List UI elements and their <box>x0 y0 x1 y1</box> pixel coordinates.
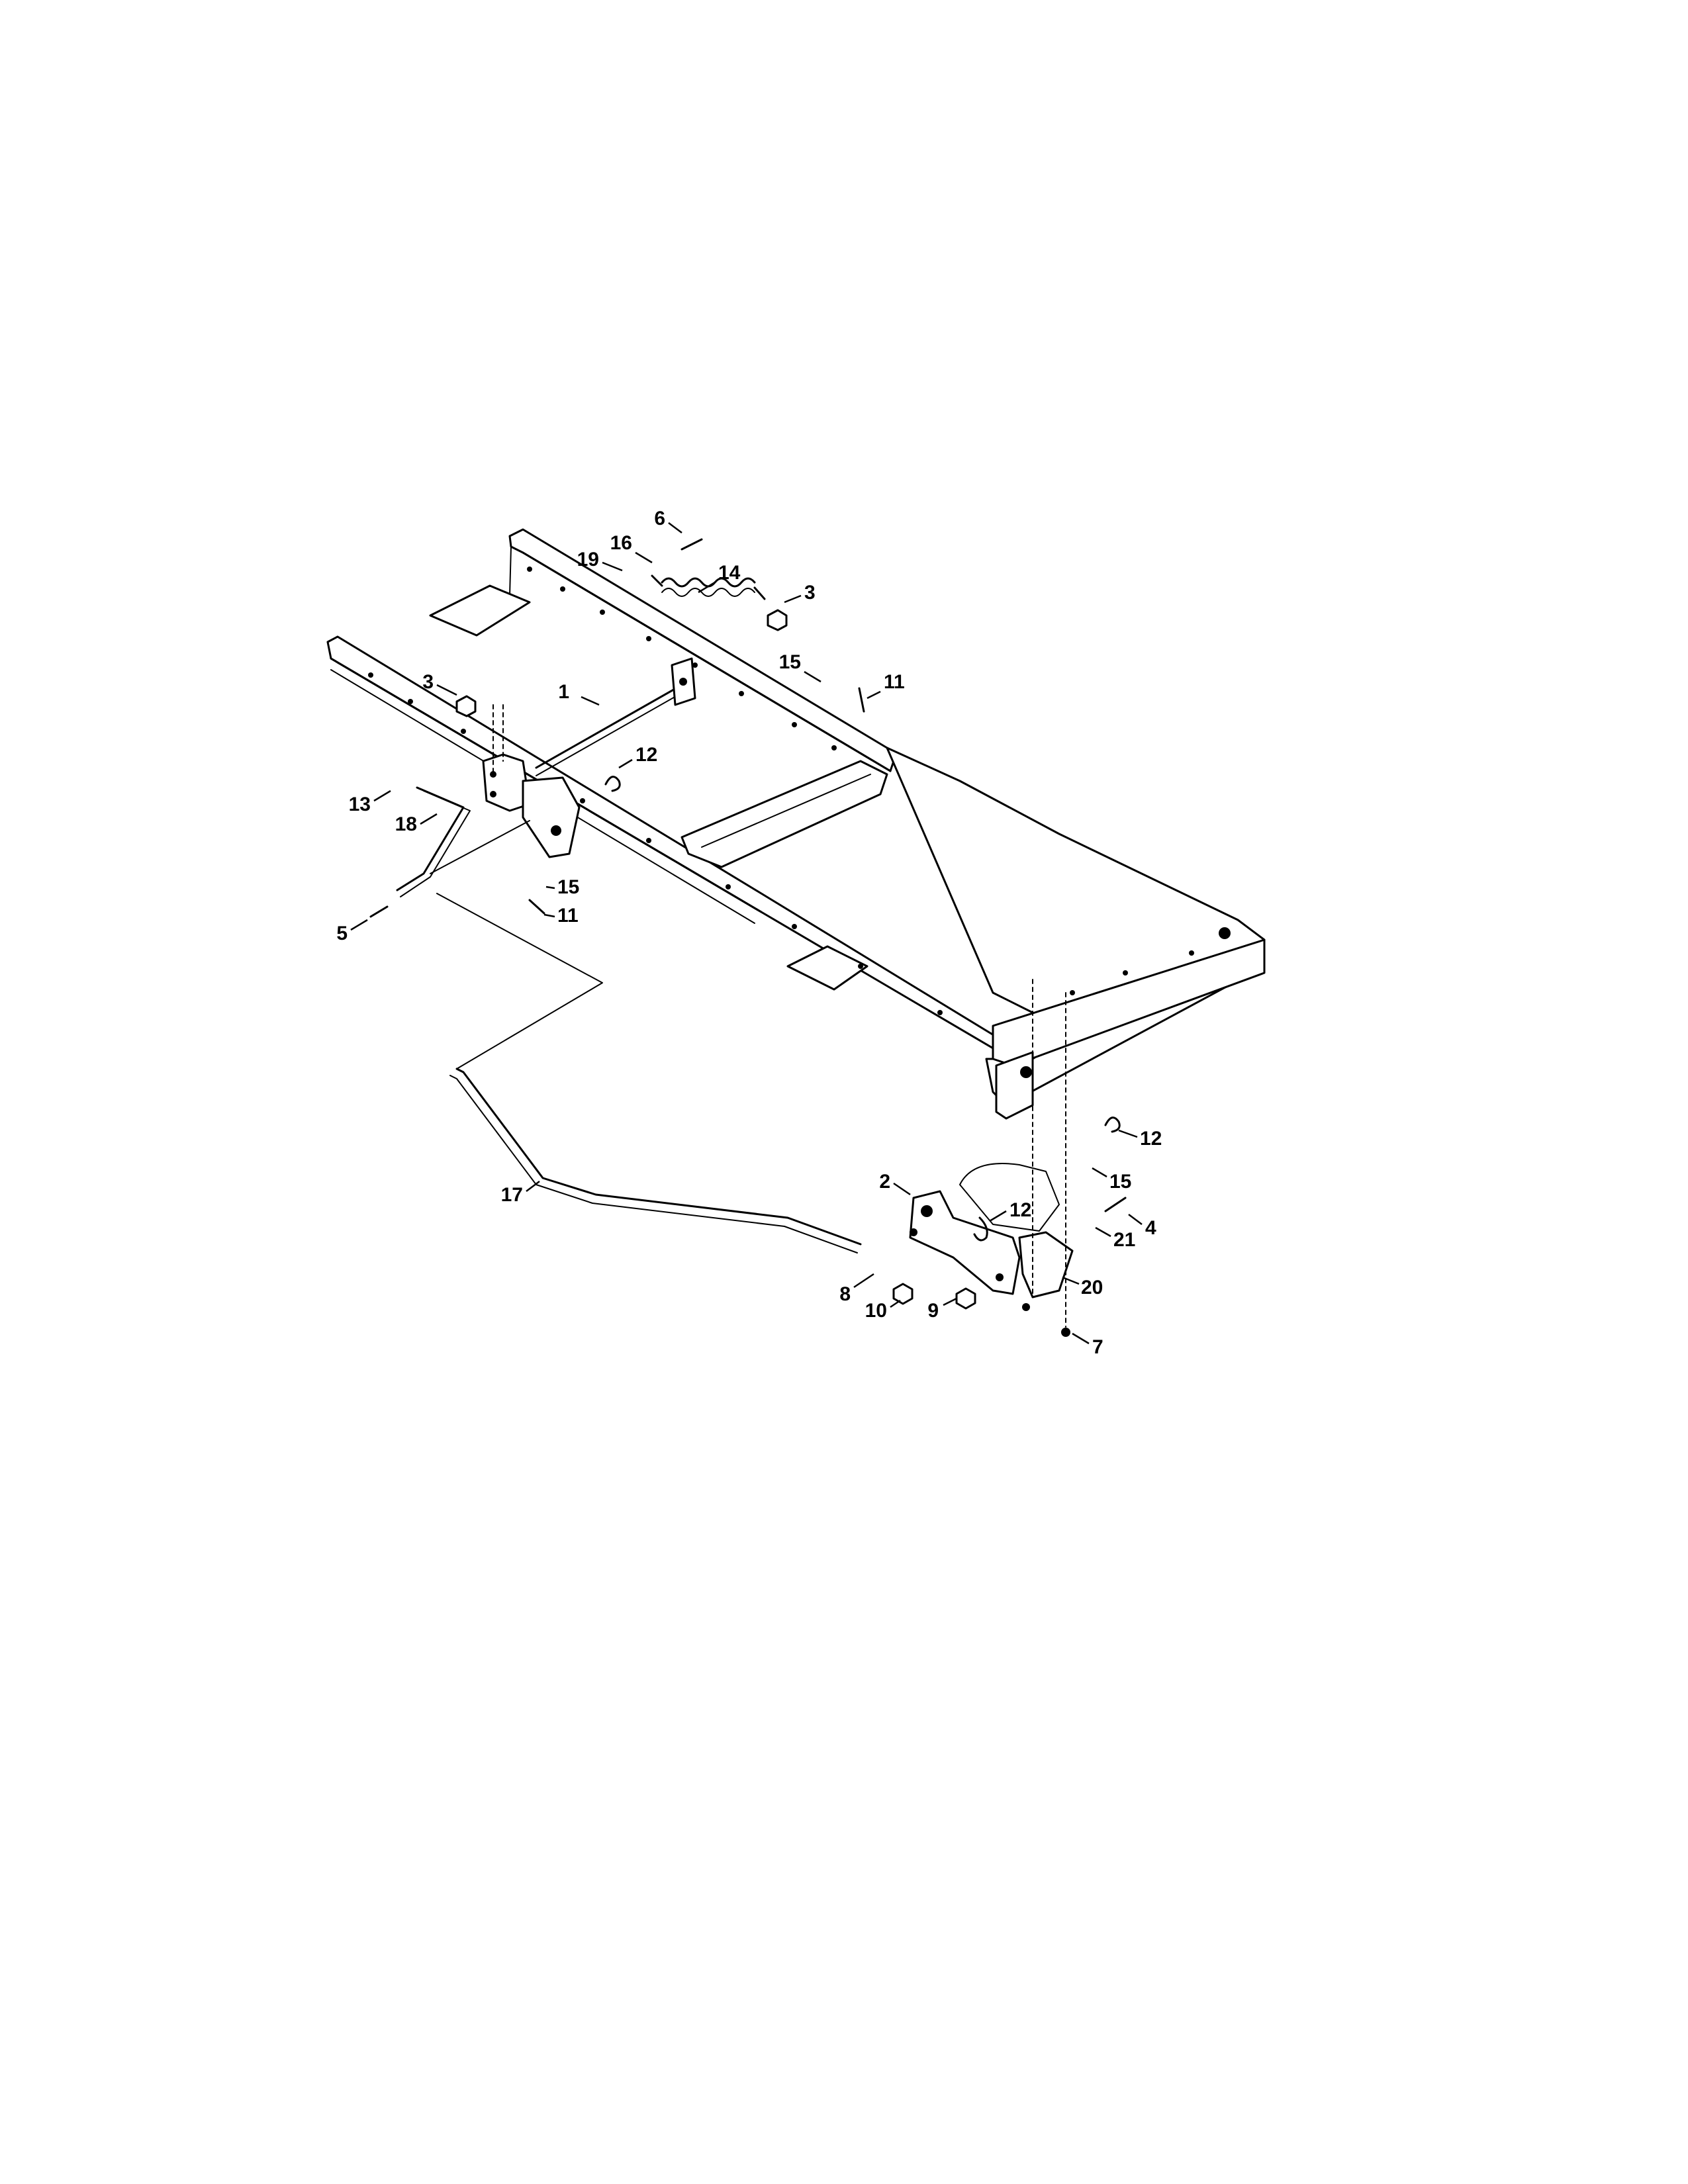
bolt-5 <box>369 905 389 918</box>
callout-15: 15 <box>557 876 579 898</box>
callout-15: 15 <box>1109 1171 1131 1193</box>
hairpin-12-right <box>1104 1116 1121 1133</box>
washer-21 <box>1078 1218 1094 1234</box>
callout-15: 15 <box>779 651 801 673</box>
handle-grip <box>384 768 421 794</box>
callout-3: 3 <box>422 671 434 693</box>
washer-15-right <box>1076 1160 1092 1173</box>
nut-9 <box>955 1287 976 1310</box>
callout-7: 7 <box>1092 1336 1103 1358</box>
callout-11: 11 <box>557 905 579 927</box>
front-cross-member <box>886 747 1266 1107</box>
callout-2: 2 <box>879 1171 890 1193</box>
hairpin-12-upper <box>604 776 621 792</box>
callout-11: 11 <box>884 671 905 693</box>
callout-12: 12 <box>635 744 657 766</box>
callout-14: 14 <box>718 562 741 584</box>
lift-arm-plate <box>522 776 581 858</box>
callout-3: 3 <box>804 582 816 604</box>
callout-13: 13 <box>349 794 371 815</box>
front-hanger-bracket <box>909 1190 1021 1295</box>
callout-19: 19 <box>577 549 599 570</box>
callout-labels: 1 2 3 3 4 5 6 7 8 9 10 11 11 12 12 12 13… <box>336 508 1162 1358</box>
nut-3-upper <box>767 609 788 631</box>
right-frame-rail <box>508 528 895 772</box>
nut-7 <box>1061 1328 1070 1337</box>
callout-8: 8 <box>839 1283 851 1305</box>
front-bumper <box>992 938 1266 1067</box>
callout-1: 1 <box>558 681 569 703</box>
rear-plate <box>429 584 531 637</box>
cotter-11-lower <box>528 899 545 915</box>
parts-group <box>369 538 1127 1337</box>
callout-12: 12 <box>1009 1199 1031 1221</box>
bolt-4 <box>1104 1197 1127 1212</box>
lift-rod <box>455 1068 862 1246</box>
washer-15-lower <box>531 878 544 889</box>
pin <box>625 565 646 582</box>
mid-bracket <box>786 945 868 991</box>
callout-16: 16 <box>610 532 632 554</box>
lift-shaft <box>535 684 683 769</box>
washer-16 <box>651 561 662 569</box>
callout-leaders <box>350 522 1143 1345</box>
washer-15-upper <box>824 683 837 694</box>
nut-10 <box>892 1283 914 1305</box>
callout-20: 20 <box>1081 1277 1103 1298</box>
callout-9: 9 <box>927 1300 939 1322</box>
callout-10: 10 <box>865 1300 887 1322</box>
spring <box>651 574 766 600</box>
callout-18: 18 <box>395 813 417 835</box>
rear-cross-member <box>680 760 888 868</box>
callout-12: 12 <box>1140 1128 1162 1150</box>
callout-21: 21 <box>1113 1229 1135 1251</box>
callout-4: 4 <box>1145 1217 1156 1239</box>
frame-holes <box>368 567 1231 1078</box>
callout-17: 17 <box>501 1184 523 1206</box>
bushing-8 <box>874 1261 893 1277</box>
callout-5: 5 <box>336 923 348 944</box>
bolt-6 <box>680 538 703 551</box>
callout-6: 6 <box>654 508 665 529</box>
cotter-11-upper <box>858 687 865 713</box>
tractor-frame <box>326 528 1266 1120</box>
nut-3-lower <box>455 695 477 717</box>
hairpin-12-lower <box>973 1216 988 1242</box>
